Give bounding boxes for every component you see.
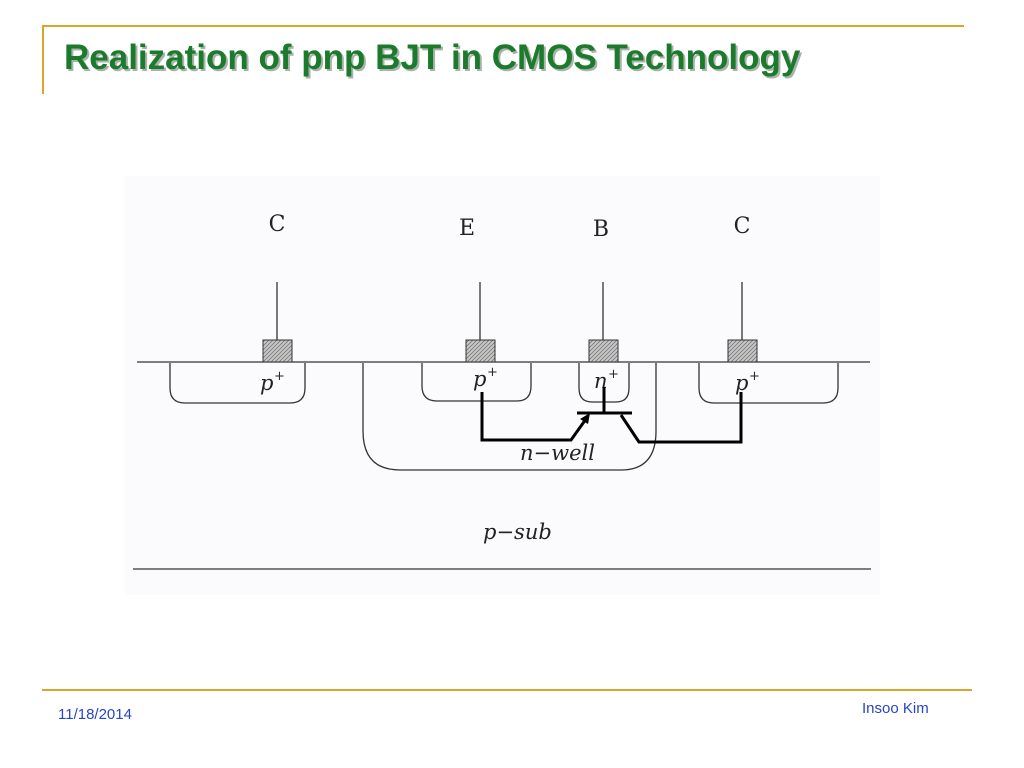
transistor-collector-wire (619, 392, 743, 444)
diagram-background (125, 176, 880, 595)
p-plus-emitter-diffusion (421, 363, 532, 402)
region-label-n-base: n (594, 369, 608, 393)
pnp-transistor-symbol (480, 387, 743, 444)
transistor-emitter-wire (480, 392, 588, 442)
region-label-n-well: n−well (520, 441, 595, 465)
contact-emitter (465, 339, 496, 363)
contact-collector-left (262, 339, 293, 363)
terminal-label-base: B (593, 217, 609, 242)
p-plus-left-diffusion (169, 363, 306, 404)
p-plus-right-diffusion (698, 363, 839, 404)
n-well-region (362, 363, 657, 471)
contact-collector-right (727, 339, 758, 363)
terminal-label-collector-right: C (734, 214, 751, 239)
footer-rule (42, 689, 972, 691)
contact-base (588, 339, 619, 363)
title-side-rule (42, 26, 44, 94)
cross-section-svg: C E B C p + p + n + p + n−well p−sub (125, 176, 880, 595)
terminal-label-collector-left: C (269, 212, 286, 237)
slide-title: Realization of pnp BJT in CMOS Technolog… (64, 38, 801, 77)
region-label-p-right: p (735, 371, 748, 395)
region-label-p-emitter: p (473, 367, 486, 391)
region-label-p-left: p (260, 371, 273, 395)
region-label-p-sub: p−sub (483, 520, 552, 544)
region-sup-p-right: + (749, 369, 760, 384)
region-sup-p-emitter: + (487, 365, 498, 380)
bjt-cross-section-diagram: C E B C p + p + n + p + n−well p−sub (125, 176, 880, 595)
emitter-arrow-head (580, 413, 590, 424)
footer-author: Insoo Kim (862, 700, 929, 717)
region-sup-p-left: + (274, 369, 285, 384)
footer-date: 11/18/2014 (58, 706, 132, 723)
title-top-rule (42, 25, 964, 27)
terminal-label-emitter: E (459, 216, 475, 241)
region-sup-n-base: + (608, 367, 619, 382)
